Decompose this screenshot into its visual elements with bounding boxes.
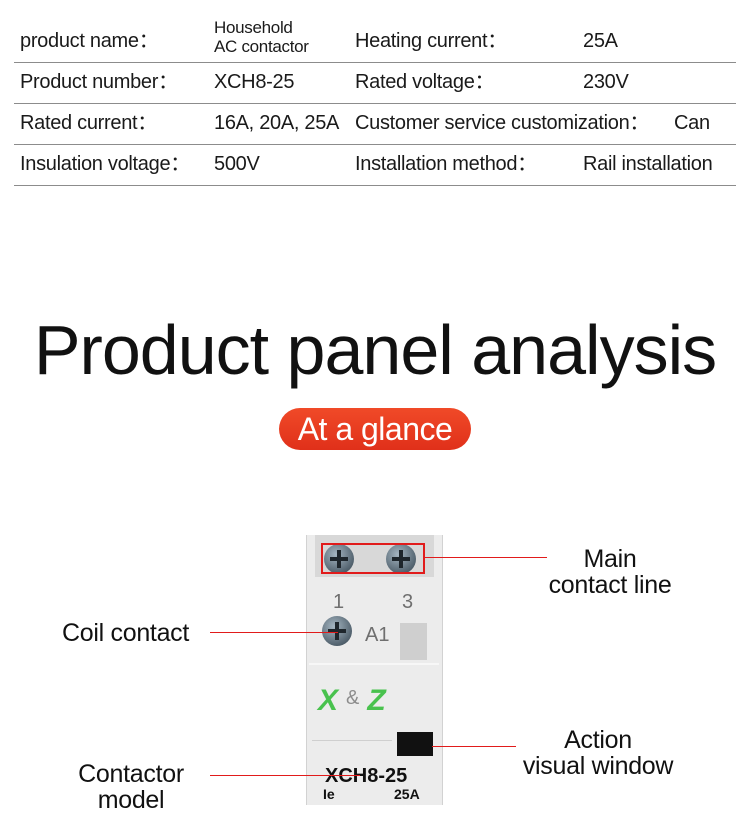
divider [309, 663, 439, 665]
main-contact-highlight [321, 543, 425, 574]
callout-text: model [97, 786, 165, 814]
spec-label: product name： [20, 30, 159, 52]
spec-value: Household AC contactor [214, 18, 309, 56]
callout-coil-contact: Coil contact [62, 619, 190, 647]
terminal-window [400, 623, 427, 660]
callout-main-contact: Main contact line [540, 546, 680, 598]
callout-line [425, 557, 547, 558]
spec-value-line: AC contactor [214, 37, 309, 56]
coil-terminal-screw-icon [322, 616, 352, 646]
spec-label: Product number： [20, 71, 178, 93]
current-rating-label: 25A [394, 786, 420, 802]
callout-text: contact line [548, 571, 672, 599]
action-visual-window [397, 732, 433, 756]
coil-terminal-label: A1 [365, 624, 390, 646]
model-label: XCH8-25 [325, 765, 408, 787]
spec-value: Can [674, 112, 710, 134]
main-terminal-screw-icon [386, 544, 416, 574]
current-symbol-label: Ie [323, 786, 335, 802]
spec-label: Installation method： [355, 153, 537, 175]
section-heading: Product panel analysis [33, 311, 717, 389]
callout-text: Contactor [78, 760, 184, 788]
spec-label: Insulation voltage： [20, 153, 190, 175]
logo-amp: & [346, 687, 360, 709]
spec-label: Customer service customization： [355, 112, 650, 134]
spec-value: XCH8-25 [214, 71, 295, 93]
callout-line [210, 632, 338, 633]
brand-logo: X&Z [318, 684, 428, 717]
spec-row: Rated current： 16A, 20A, 25A Customer se… [14, 104, 736, 145]
spec-table: product name： Household AC contactor Hea… [14, 10, 736, 186]
spec-value: Rail installation [583, 153, 713, 175]
callout-text: visual window [522, 752, 674, 780]
callout-line [432, 746, 516, 747]
callout-text: Main [583, 545, 637, 573]
spec-value: 230V [583, 71, 629, 93]
terminal-number: 3 [402, 591, 414, 613]
logo-letter: Z [367, 684, 386, 717]
at-a-glance-badge: At a glance [279, 408, 471, 450]
spec-label: Rated current： [20, 112, 157, 134]
callout-action-window: Action visual window [517, 727, 679, 779]
callout-text: Action [564, 726, 632, 754]
terminal-number: 1 [333, 591, 345, 613]
spec-label: Heating current： [355, 30, 507, 52]
divider [312, 740, 392, 741]
spec-row: Product number： XCH8-25 Rated voltage： 2… [14, 63, 736, 104]
spec-value: 500V [214, 153, 260, 175]
callout-contactor-model: Contactor model [71, 761, 191, 813]
spec-row: Insulation voltage： 500V Installation me… [14, 145, 736, 186]
spec-row: product name： Household AC contactor Hea… [14, 10, 736, 63]
spec-value: 16A, 20A, 25A [214, 112, 340, 134]
main-terminal-screw-icon [324, 544, 354, 574]
logo-letter: X [318, 684, 339, 717]
spec-value: 25A [583, 30, 618, 52]
callout-line [210, 775, 360, 776]
spec-label: Rated voltage： [355, 71, 495, 93]
spec-value-line: Household [214, 18, 293, 37]
